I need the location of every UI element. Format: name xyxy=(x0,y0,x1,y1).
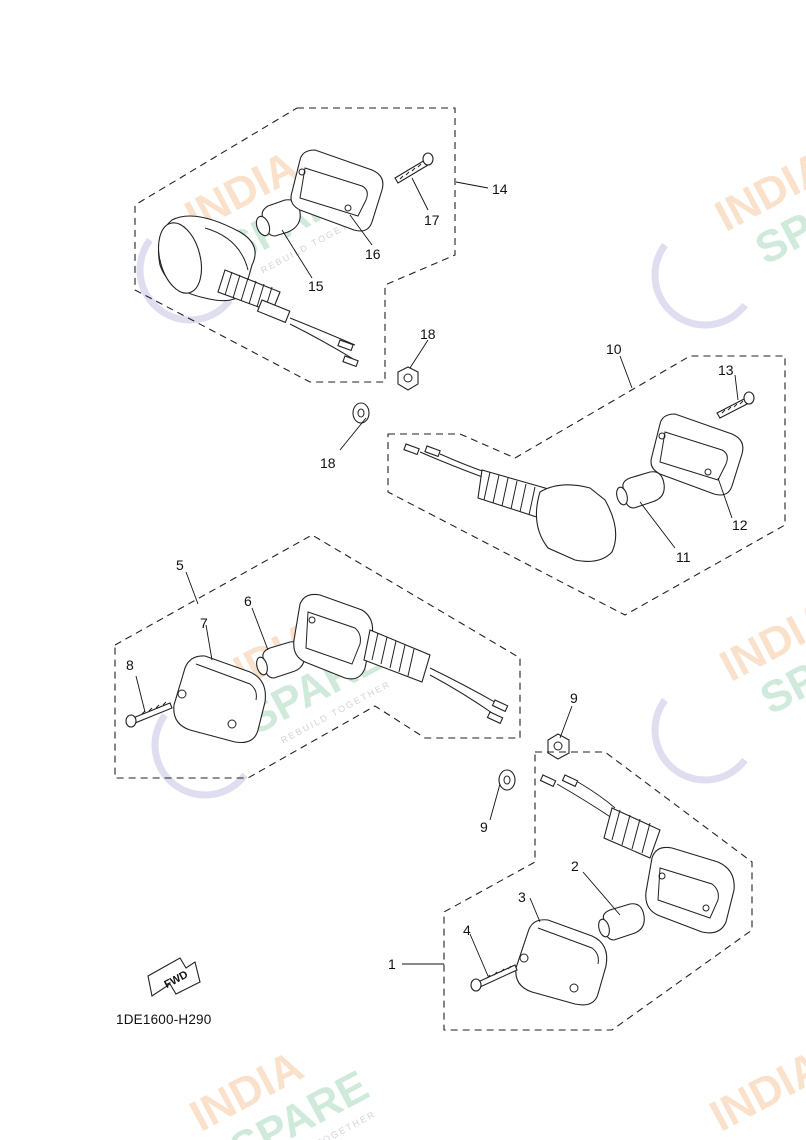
screw-8 xyxy=(125,701,173,728)
diagram-code: 1DE1600-H290 xyxy=(116,1012,212,1027)
label-6: 6 xyxy=(244,593,252,609)
label-13: 13 xyxy=(718,362,734,378)
assembly-10-boundary xyxy=(387,355,786,616)
bulb-2 xyxy=(598,903,645,941)
assembly-5-boundary xyxy=(114,534,521,779)
assembly-14-boundary xyxy=(134,107,456,383)
label-7: 7 xyxy=(200,615,208,631)
washer-18 xyxy=(352,402,370,424)
turn-signal-stem-1 xyxy=(539,774,661,859)
watermark-bottom: INDIA SPARE REBUILD TOGETHER xyxy=(182,1042,377,1140)
screw-13 xyxy=(716,391,755,419)
label-16: 16 xyxy=(365,246,381,262)
bulb-6 xyxy=(256,641,305,679)
label-18a: 18 xyxy=(420,326,436,342)
watermark-right-mid: INDIA SPARE xyxy=(712,592,806,724)
turn-signal-stem-10 xyxy=(403,443,553,521)
label-1: 1 xyxy=(388,956,396,972)
turn-signal-housing-5 xyxy=(293,593,509,725)
lens-cover-12 xyxy=(650,413,744,496)
watermark-right-bottom: INDIA xyxy=(702,1042,806,1140)
label-14: 14 xyxy=(492,181,508,197)
lens-7 xyxy=(173,655,266,744)
label-11: 11 xyxy=(676,549,691,565)
label-9b: 9 xyxy=(480,819,488,835)
bulb-11 xyxy=(616,471,665,509)
label-3: 3 xyxy=(518,889,526,905)
label-17: 17 xyxy=(424,212,440,228)
lens-3 xyxy=(515,919,608,1006)
bulb-15 xyxy=(255,199,301,237)
fwd-arrow-icon: FWD xyxy=(147,957,201,997)
lens-cover-16 xyxy=(290,149,384,232)
label-12: 12 xyxy=(732,517,748,533)
screw-17 xyxy=(394,152,434,184)
leader-lines xyxy=(135,177,739,977)
label-2: 2 xyxy=(571,858,579,874)
svg-text:INDIA: INDIA xyxy=(702,1042,806,1140)
label-18b: 18 xyxy=(320,455,336,471)
nut-18-top xyxy=(397,366,419,391)
washer-9 xyxy=(498,769,516,791)
nut-9 xyxy=(547,733,570,760)
screw-4 xyxy=(470,964,518,992)
watermark-logo-icon xyxy=(136,237,748,799)
label-15: 15 xyxy=(308,278,324,294)
label-9a: 9 xyxy=(570,690,578,706)
turn-signal-housing-1 xyxy=(645,846,735,934)
turn-signal-lens-10 xyxy=(535,484,617,562)
assembly-1-boundary xyxy=(443,751,753,1031)
label-5: 5 xyxy=(176,557,184,573)
label-8: 8 xyxy=(126,657,134,673)
label-4: 4 xyxy=(463,922,471,938)
turn-signal-stem-14 xyxy=(217,269,359,368)
label-10: 10 xyxy=(606,341,622,357)
watermark-right-top: INDIA SPARE xyxy=(707,142,806,274)
